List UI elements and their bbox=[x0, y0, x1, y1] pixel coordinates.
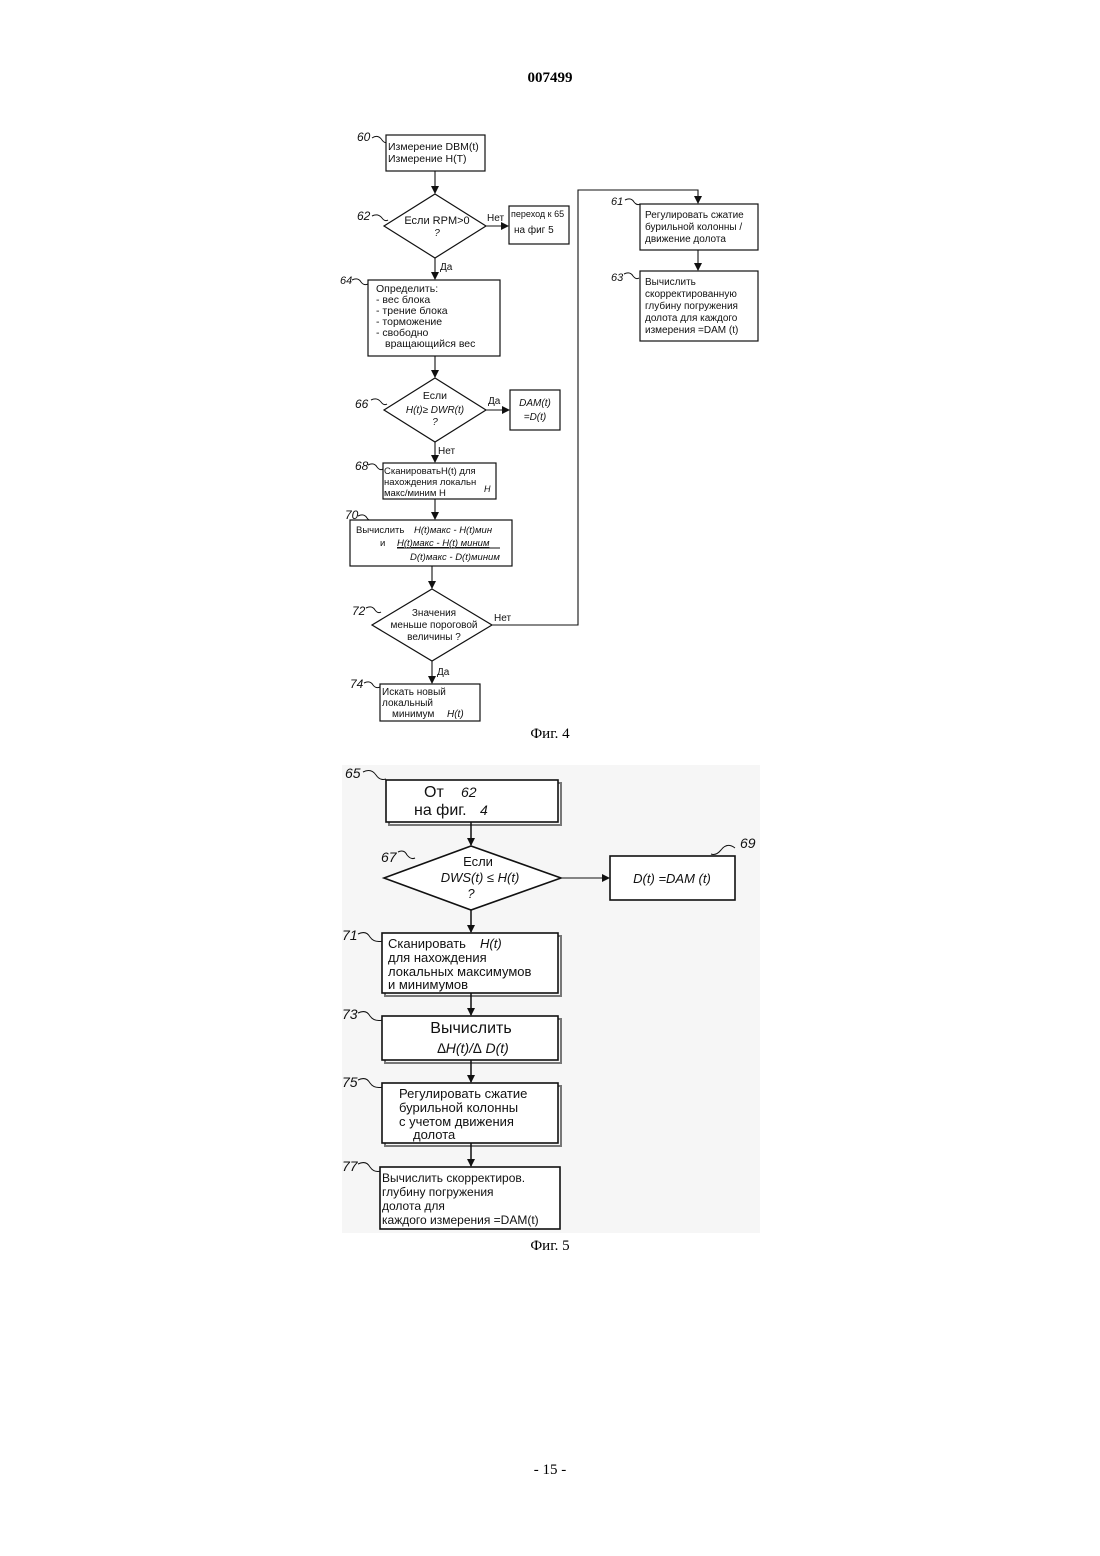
leader-74 bbox=[364, 682, 380, 688]
box-65-line1a: От bbox=[424, 784, 444, 801]
page-number-header: 007499 bbox=[528, 70, 573, 86]
box-68-tail: H bbox=[484, 484, 491, 494]
dam-line1: DAM(t) bbox=[519, 398, 551, 409]
box-63-line3: глубину погружения bbox=[645, 300, 738, 312]
box-70-line1b: H(t)макс - H(t)мин bbox=[414, 525, 493, 536]
box-61-line1: Регулировать сжатие bbox=[645, 210, 744, 221]
decision-66-line1: Если bbox=[423, 390, 447, 402]
box-71-line2: для нахождения bbox=[388, 950, 487, 965]
box-65-line2b: 4 bbox=[480, 802, 488, 818]
box-71-line4: и минимумов bbox=[388, 977, 468, 992]
box-70-line1a: Вычислить bbox=[356, 525, 404, 536]
leader-64 bbox=[352, 279, 368, 285]
box-63-line2: скорректированную bbox=[645, 289, 737, 300]
ref-63: 63 bbox=[611, 272, 624, 284]
ref-71: 71 bbox=[342, 927, 358, 943]
box-75-line4: долота bbox=[413, 1127, 456, 1142]
ref-65: 65 bbox=[345, 765, 361, 781]
ref-66: 66 bbox=[355, 397, 369, 411]
box-74-line3b: H(t) bbox=[447, 709, 464, 720]
box-69-text: D(t) =DAM (t) bbox=[633, 871, 711, 886]
box-74-line1: Искать новый bbox=[382, 687, 446, 698]
box-77-line4: каждого измерения =DAM(t) bbox=[382, 1213, 539, 1227]
ref-64: 64 bbox=[340, 275, 352, 287]
box-64-line6: вращающийся вес bbox=[385, 338, 475, 350]
fig4-caption: Фиг. 4 bbox=[530, 726, 570, 742]
box-74-line2: локальный bbox=[382, 698, 433, 709]
ref-77: 77 bbox=[342, 1158, 359, 1174]
ref-75: 75 bbox=[342, 1074, 358, 1090]
ref-62: 62 bbox=[357, 209, 371, 223]
box-73-line1: Вычислить bbox=[430, 1020, 511, 1037]
goto-65-line2: на фиг 5 bbox=[514, 224, 554, 236]
fig5-caption: Фиг. 5 bbox=[530, 1238, 569, 1254]
box-70-line3: D(t)макс - D(t)миним bbox=[410, 552, 500, 563]
box-63-line5: измерения =DAM (t) bbox=[645, 325, 738, 336]
box-60-line1: Измерение DBM(t) bbox=[388, 141, 479, 153]
decision-72-line3: величины ? bbox=[407, 632, 461, 643]
box-61-line2: бурильной колонны / bbox=[645, 221, 742, 233]
decision-72-line1: Значения bbox=[412, 608, 456, 619]
box-70-line2b: H(t)макс - H(t) миним bbox=[397, 538, 490, 549]
box-73-line2: ∆H(t)/∆ D(t) bbox=[437, 1040, 509, 1056]
box-61-line3: движение долота bbox=[645, 234, 726, 245]
decision-66-line2: H(t)≥ DWR(t) bbox=[406, 405, 464, 416]
decision-62-line1: Если RPM>0 bbox=[404, 215, 469, 227]
box-dam-equals-d bbox=[510, 390, 560, 430]
ref-73: 73 bbox=[342, 1006, 358, 1022]
decision-66-no: Нет bbox=[438, 446, 455, 457]
page-footer-number: - 15 - bbox=[534, 1462, 567, 1478]
decision-62-yes: Да bbox=[440, 262, 453, 273]
figure-5: 65 От 62 на фиг. 4 67 Если DWS(t) ≤ H(t)… bbox=[342, 765, 760, 1254]
decision-62-line2: ? bbox=[434, 228, 440, 239]
box-77-line1: Вычислить скорректиров. bbox=[382, 1171, 525, 1185]
box-70-line2a: и bbox=[380, 538, 385, 549]
decision-72-no: Нет bbox=[494, 613, 511, 624]
decision-72-yes: Да bbox=[437, 667, 450, 678]
box-71-line1b: H(t) bbox=[480, 936, 502, 951]
leader-61 bbox=[625, 199, 640, 205]
box-75-line2: бурильной колонны bbox=[399, 1100, 518, 1115]
ref-61: 61 bbox=[611, 196, 623, 208]
box-63-line4: долота для каждого bbox=[645, 313, 738, 324]
box-60-line2: Измерение H(T) bbox=[388, 153, 467, 165]
leader-66 bbox=[371, 399, 387, 405]
box-74-line3: минимум bbox=[392, 709, 434, 720]
decision-67-line3: ? bbox=[467, 886, 475, 901]
box-75-line1: Регулировать сжатие bbox=[399, 1086, 527, 1101]
decision-66-line3: ? bbox=[432, 417, 438, 428]
decision-67-line2: DWS(t) ≤ H(t) bbox=[441, 870, 520, 885]
decision-62-no: Нет bbox=[487, 213, 504, 224]
ref-69: 69 bbox=[740, 835, 756, 851]
box-77-line3: долота для bbox=[382, 1199, 445, 1213]
fig5-scan-background bbox=[342, 765, 760, 1233]
leader-68 bbox=[368, 464, 383, 470]
dam-line2: =D(t) bbox=[524, 412, 547, 423]
box-63-line1: Вычислить bbox=[645, 277, 696, 288]
ref-74: 74 bbox=[350, 677, 364, 691]
box-65-line1b: 62 bbox=[461, 784, 477, 800]
figure-4: 60 Измерение DBM(t) Измерение H(T) 62 Ес… bbox=[340, 130, 758, 742]
goto-65-line1: переход к 65 bbox=[511, 209, 564, 219]
leader-63 bbox=[624, 273, 639, 279]
decision-72-line2: меньше пороговой bbox=[391, 620, 478, 631]
ref-68: 68 bbox=[355, 459, 369, 473]
leader-62 bbox=[372, 215, 388, 221]
box-65-line2a: на фиг. bbox=[414, 802, 467, 819]
box-68-line1: СканироватьH(t) для bbox=[384, 466, 476, 477]
box-77-line2: глубину погружения bbox=[382, 1185, 494, 1199]
decision-67-line1: Если bbox=[463, 854, 493, 869]
ref-67: 67 bbox=[381, 849, 398, 865]
box-68-line2: нахождения локальн bbox=[384, 477, 476, 488]
box-68-line3: макс/миним H bbox=[384, 488, 446, 499]
ref-72: 72 bbox=[352, 604, 366, 618]
leader-72 bbox=[366, 607, 381, 613]
decision-66-yes: Да bbox=[488, 396, 501, 407]
ref-60: 60 bbox=[357, 130, 371, 144]
box-71-line1a: Сканировать bbox=[388, 936, 466, 951]
